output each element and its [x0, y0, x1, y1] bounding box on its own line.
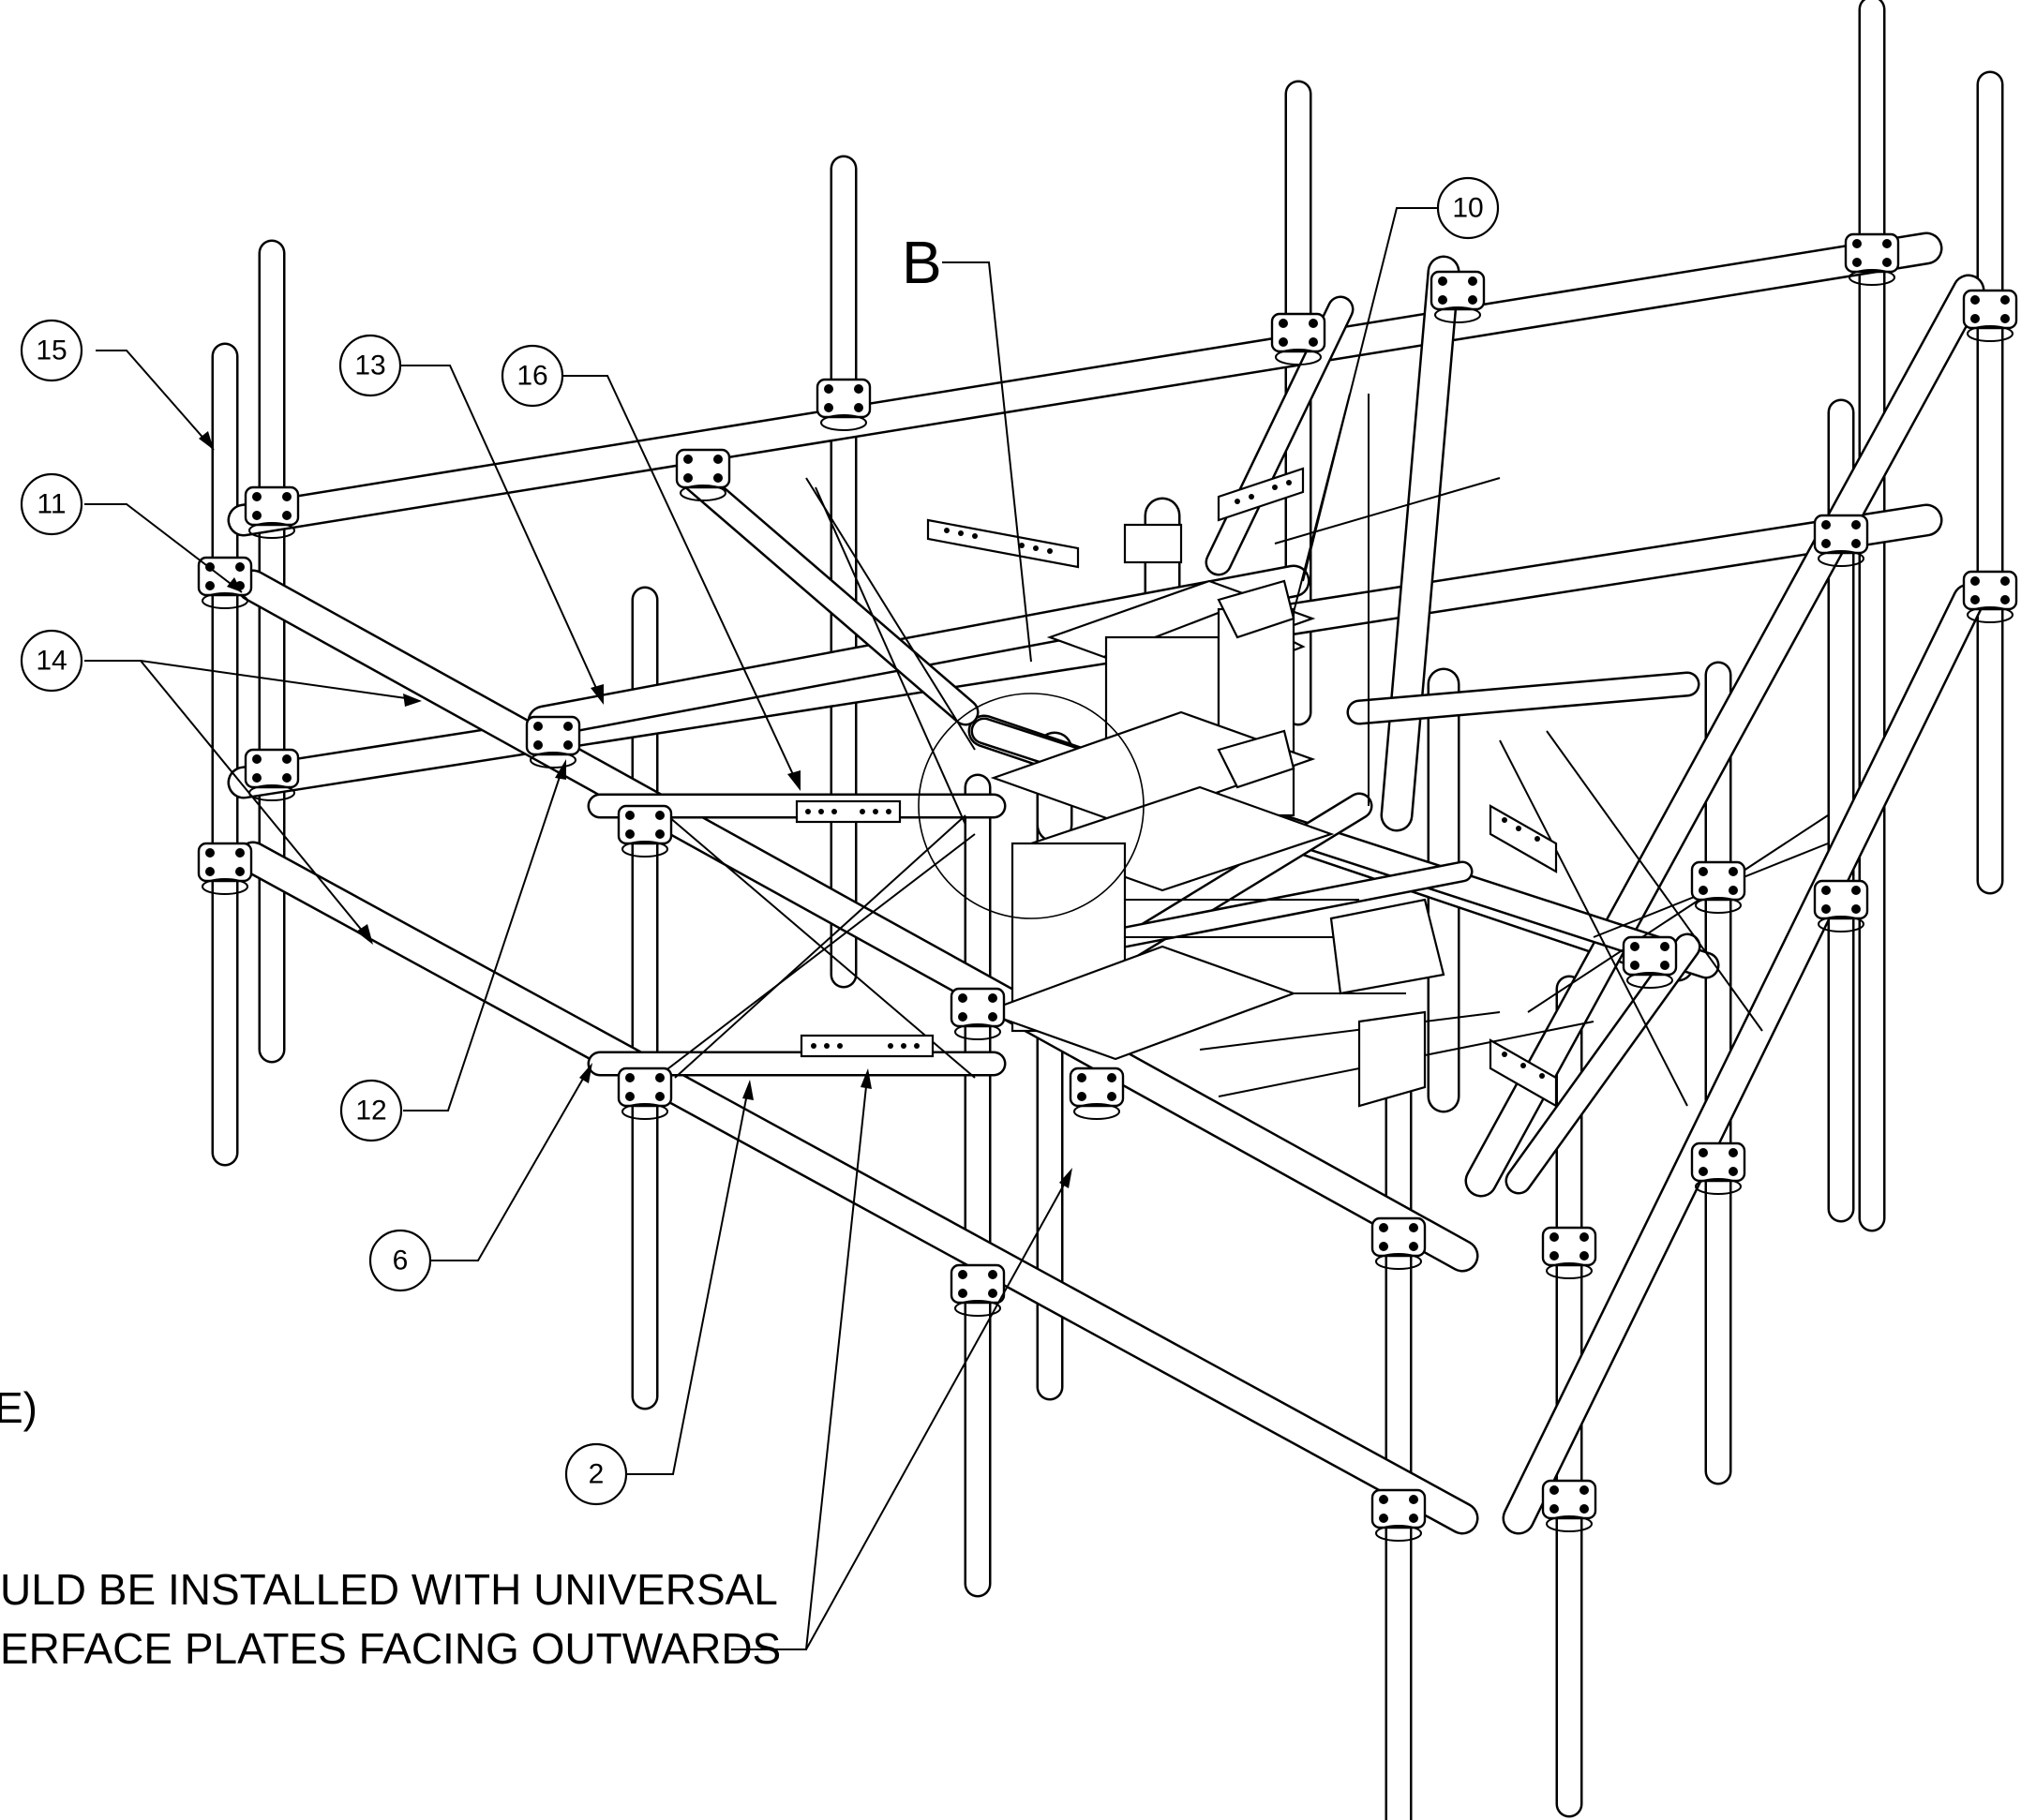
clamp-junction-top: [1430, 270, 1486, 323]
leader-lines: [84, 207, 1437, 1650]
callout-balloon-16: 16: [501, 344, 564, 408]
clamp-junction-right: [1622, 935, 1678, 989]
callout-balloon-6: 6: [368, 1229, 432, 1292]
clamp-junction-left: [525, 715, 581, 768]
rail-hub-arm-back-left: [680, 464, 980, 726]
rail-right-lower: [1502, 583, 1985, 1535]
clamp-top-back-center: [1270, 312, 1326, 365]
svg-text:13: 13: [354, 351, 385, 381]
central-hub: [981, 523, 1445, 1108]
clamp-junction-back-left: [675, 448, 731, 501]
interface-plate-right: [1489, 804, 1558, 873]
clamp-front-right-lower: [1370, 1488, 1427, 1542]
rail-right-short: [1505, 932, 1701, 1195]
rail-mid-back: [227, 503, 1943, 799]
interface-plate-middle: [795, 799, 902, 824]
installation-note-line-1: ULD BE INSTALLED WITH UNIVERSAL: [0, 1565, 778, 1614]
clamp-right-lower-lower: [1541, 1479, 1597, 1532]
clamp-front-center-upper: [950, 987, 1006, 1040]
interface-plate-lower-right: [1489, 1038, 1558, 1108]
rail-right-upper: [1464, 274, 1985, 1198]
rail-diagonal-center: [1380, 255, 1460, 832]
svg-text:14: 14: [36, 646, 67, 677]
svg-text:10: 10: [1452, 193, 1483, 224]
rail-top-back: [227, 231, 1943, 537]
pipe-clamps: [197, 232, 2018, 1542]
clamp-far-right-mid: [1962, 570, 2018, 623]
interface-plate-lower: [800, 1034, 935, 1058]
rail-hub-arm-right: [1346, 671, 1700, 725]
callout-balloon-11: 11: [20, 472, 83, 536]
clamp-right-mid-lower: [1813, 879, 1869, 932]
partial-text: E): [0, 1383, 37, 1432]
clamp-right-lower-upper: [1541, 1226, 1597, 1279]
svg-text:15: 15: [36, 336, 67, 366]
rail-hub-link: [1114, 860, 1474, 948]
interface-plate-upper-right: [1217, 467, 1305, 522]
rail-left-upper: [236, 569, 1479, 1273]
svg-text:6: 6: [393, 1246, 409, 1276]
clamp-right-front-lower: [1690, 1141, 1746, 1195]
svg-text:11: 11: [37, 489, 66, 520]
clamp-right-mid-top: [1813, 514, 1869, 567]
clamp-top-left-back: [244, 485, 300, 539]
rail-left-lower: [236, 841, 1479, 1535]
svg-text:12: 12: [355, 1096, 386, 1126]
clamp-front-left-upper: [617, 804, 673, 858]
interface-plates: [795, 467, 1558, 1108]
clamp-mid-left-front: [197, 842, 253, 895]
installation-note-line-2: ERFACE PLATES FACING OUTWARDS: [0, 1624, 781, 1673]
callout-balloon-10: 10: [1436, 176, 1500, 240]
clamp-junction-front: [1069, 1067, 1125, 1120]
clamp-front-center-lower: [950, 1263, 1006, 1317]
clamp-right-front-upper: [1690, 860, 1746, 914]
clamp-top-back-right: [1844, 232, 1900, 286]
clamp-front-left-lower: [617, 1067, 673, 1120]
detail-label-b: B: [902, 229, 942, 296]
callout-balloon-2: 2: [564, 1442, 628, 1506]
svg-text:16: 16: [516, 361, 547, 392]
callout-balloon-12: 12: [339, 1079, 403, 1142]
detail-b-circle: [918, 693, 1145, 919]
clamp-top-back-left: [816, 378, 872, 431]
callout-balloon-14: 14: [20, 629, 83, 693]
clamp-front-right-upper: [1370, 1216, 1427, 1270]
svg-text:2: 2: [589, 1459, 605, 1490]
callout-balloon-15: 15: [20, 319, 83, 382]
interface-plate-upper-left: [926, 518, 1080, 569]
clamp-far-right-top: [1962, 289, 2018, 342]
callout-balloon-13: 13: [338, 334, 402, 397]
